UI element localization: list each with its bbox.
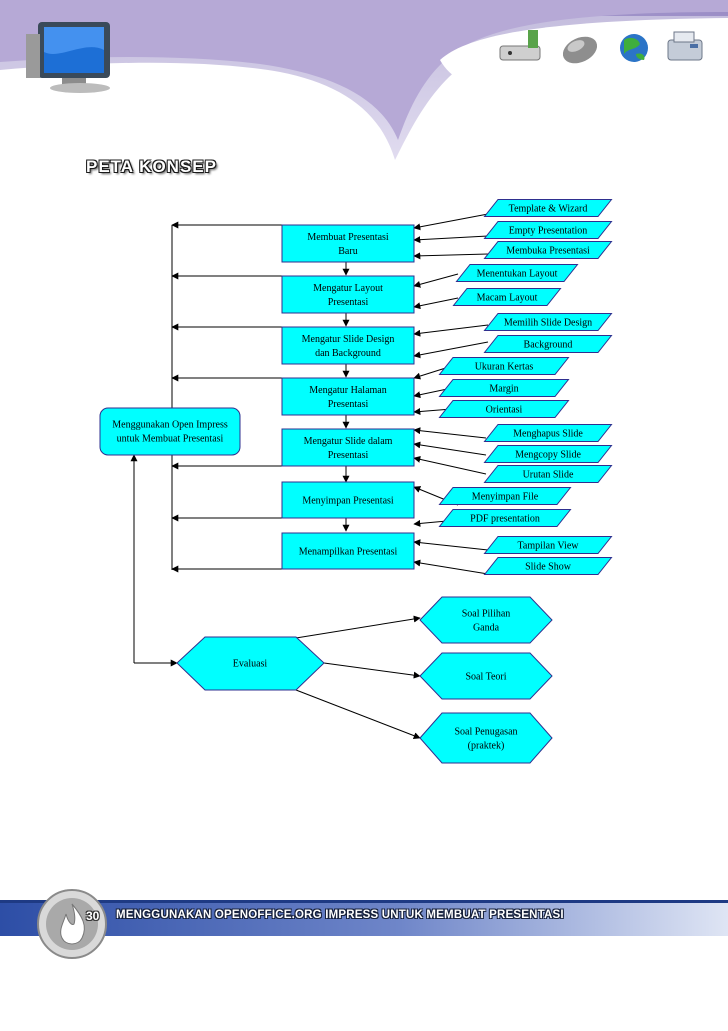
option-node-label: Menyimpan File <box>472 492 539 503</box>
step-node <box>281 428 415 467</box>
option-node-label: Ukuran Kertas <box>475 362 534 373</box>
option-node-label: Margin <box>489 384 518 395</box>
footer-band <box>0 889 728 959</box>
option-node <box>438 357 570 375</box>
step-node <box>281 275 415 314</box>
option-node-label: PDF presentation <box>470 514 540 525</box>
option-node-label: Urutan Slide <box>523 470 574 481</box>
assessment-node-label: Soal Teori <box>465 672 506 683</box>
assessment-node <box>419 652 553 700</box>
step-node <box>281 377 415 416</box>
option-node <box>483 557 613 575</box>
option-node-label: Empty Presentation <box>509 226 588 237</box>
assessment-node <box>419 712 553 764</box>
step-node-label: Menampilkan Presentasi <box>299 547 398 558</box>
option-node-label: Mengcopy Slide <box>515 450 581 461</box>
evaluation-node-label: Evaluasi <box>233 659 268 670</box>
option-node-label: Background <box>524 340 573 351</box>
mouse-icon <box>562 36 598 64</box>
step-node <box>281 481 415 519</box>
option-node <box>483 445 613 463</box>
option-node <box>483 335 613 353</box>
option-node-label: Memilih Slide Design <box>504 318 592 329</box>
option-node-label: Tampilan View <box>517 541 579 552</box>
fax-icon <box>667 31 703 61</box>
option-node <box>438 487 572 505</box>
step-node <box>281 532 415 570</box>
option-node <box>483 221 613 239</box>
root-node <box>99 407 241 456</box>
evaluation-node <box>176 636 325 691</box>
header-band <box>0 0 728 160</box>
footer-title: MENGGUNAKAN OPENOFFICE.ORG IMPRESS UNTUK… <box>116 909 564 921</box>
option-node <box>438 400 570 418</box>
option-node-label: Slide Show <box>525 562 572 573</box>
option-node-label: Macam Layout <box>477 293 538 304</box>
step-node-label: Menyimpan Presentasi <box>302 496 394 507</box>
option-node <box>483 424 613 442</box>
option-node <box>452 288 562 306</box>
option-node <box>483 465 613 483</box>
router-icon <box>499 30 541 61</box>
monitor-icon <box>26 22 110 93</box>
option-node <box>483 199 613 217</box>
option-node-label: Template & Wizard <box>509 204 588 215</box>
page-number: 30 <box>86 909 100 923</box>
option-node <box>483 313 613 331</box>
option-node-label: Menentukan Layout <box>477 269 558 280</box>
globe-icon <box>620 34 648 62</box>
option-node-label: Membuka Presentasi <box>506 246 590 257</box>
option-node <box>438 509 572 527</box>
option-node-label: Orientasi <box>486 405 523 416</box>
assessment-node <box>419 596 553 644</box>
option-node <box>455 264 579 282</box>
step-node <box>281 326 415 365</box>
option-node <box>483 536 613 554</box>
option-node <box>438 379 570 397</box>
assessment-node-label: Soal Penugasan(praktek) <box>454 727 517 752</box>
option-node-label: Menghapus Slide <box>513 429 583 440</box>
step-node <box>281 224 415 263</box>
option-node <box>483 241 613 259</box>
page-title: PETA KONSEP <box>86 157 217 176</box>
flame-logo-icon <box>37 889 107 959</box>
